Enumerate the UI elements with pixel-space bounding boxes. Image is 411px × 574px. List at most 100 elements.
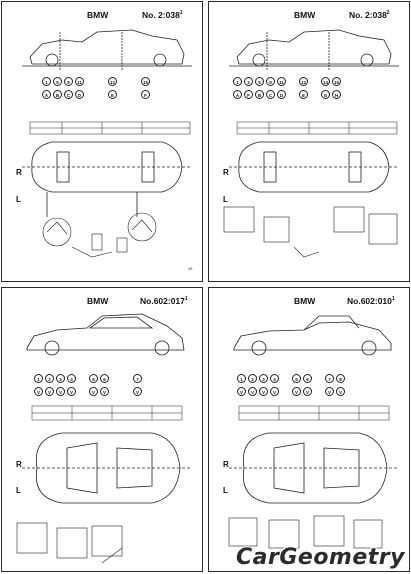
point-marker [111,387,120,396]
body-diagram [16,313,192,564]
point-marker [314,387,323,396]
point-marker [122,387,131,396]
point-marker: 5 [89,374,98,383]
sheet-number: No.602:0171 [140,296,188,306]
point-marker: V [56,387,65,396]
point-marker [111,374,120,383]
point-marker: 14 [321,77,330,86]
point-marker [86,90,95,99]
point-marker: 6 [100,374,109,383]
point-marker: 2 [248,374,257,383]
point-marker: V [89,387,98,396]
point-marker: 3 [244,77,253,86]
point-marker: C [64,90,73,99]
point-marker: V [325,387,334,396]
point-marker: 9 [266,77,275,86]
point-marker [281,387,290,396]
point-marker: 1 [237,374,246,383]
watermark-logo: CarGeometry [236,545,405,570]
point-marker: 5 [53,77,62,86]
point-marker: V [34,387,43,396]
point-marker: F [244,90,253,99]
sheet-number: No. 2:0381 [142,10,183,20]
point-marker: 3 [259,374,268,383]
point-marker: 5 [292,374,301,383]
point-marker [314,374,323,383]
point-marker [86,77,95,86]
sheet-brand: BMW [87,296,109,306]
side-label-right: R [16,460,22,469]
side-label-right: R [223,168,229,177]
point-marker: B [53,90,62,99]
side-label-left: L [223,486,228,495]
point-marker: D [75,90,84,99]
point-marker [310,90,319,99]
point-marker: H [332,90,341,99]
point-marker: B [255,90,264,99]
point-marker: 9 [64,77,73,86]
sheet-brand: BMW [87,10,109,20]
point-marker [281,374,290,383]
diagram-sheet-1: BMW No. 2:0381 [1,1,203,282]
point-marker: V [133,387,142,396]
point-marker: V [303,387,312,396]
side-label-left: L [16,486,21,495]
point-marker [78,374,87,383]
point-marker: V [336,387,345,396]
point-marker: 5 [255,77,264,86]
point-marker [97,90,106,99]
point-marker: 15 [332,77,341,86]
point-marker: 11 [75,77,84,86]
point-marker: E [108,90,117,99]
point-marker: 7 [325,374,334,383]
point-marker [119,90,128,99]
underbody-diagram [22,29,192,258]
point-marker: A [42,90,51,99]
point-marker: 15 [141,77,150,86]
point-marker: 8 [336,374,345,383]
point-marker: V [292,387,301,396]
point-marker: G [321,90,330,99]
point-marker: V [67,387,76,396]
point-marker: 4 [270,374,279,383]
point-marker [310,77,319,86]
page-number: 48 [188,266,193,271]
point-marker [97,77,106,86]
point-marker: V [259,387,268,396]
point-marker: V [100,387,109,396]
point-marker: 12 [299,77,308,86]
sheet-brand: BMW [294,296,316,306]
point-marker [122,374,131,383]
sheet-brand: BMW [294,10,316,20]
sheet-number: No.602:0101 [347,296,395,306]
point-marker [130,77,139,86]
point-marker: 4 [67,374,76,383]
side-label-right: R [16,168,22,177]
point-marker [288,77,297,86]
underbody-diagram [223,29,399,258]
point-marker: V [270,387,279,396]
point-marker: F [141,90,150,99]
point-marker [78,387,87,396]
point-marker: 6 [303,374,312,383]
point-marker: 3 [56,374,65,383]
side-label-left: L [223,195,228,204]
point-marker: 2 [45,374,54,383]
point-marker: 1 [233,77,242,86]
point-marker: 7 [133,374,142,383]
point-marker: D [277,90,286,99]
side-label-left: L [16,195,21,204]
point-marker [130,90,139,99]
point-marker: 11 [277,77,286,86]
point-marker: V [237,387,246,396]
